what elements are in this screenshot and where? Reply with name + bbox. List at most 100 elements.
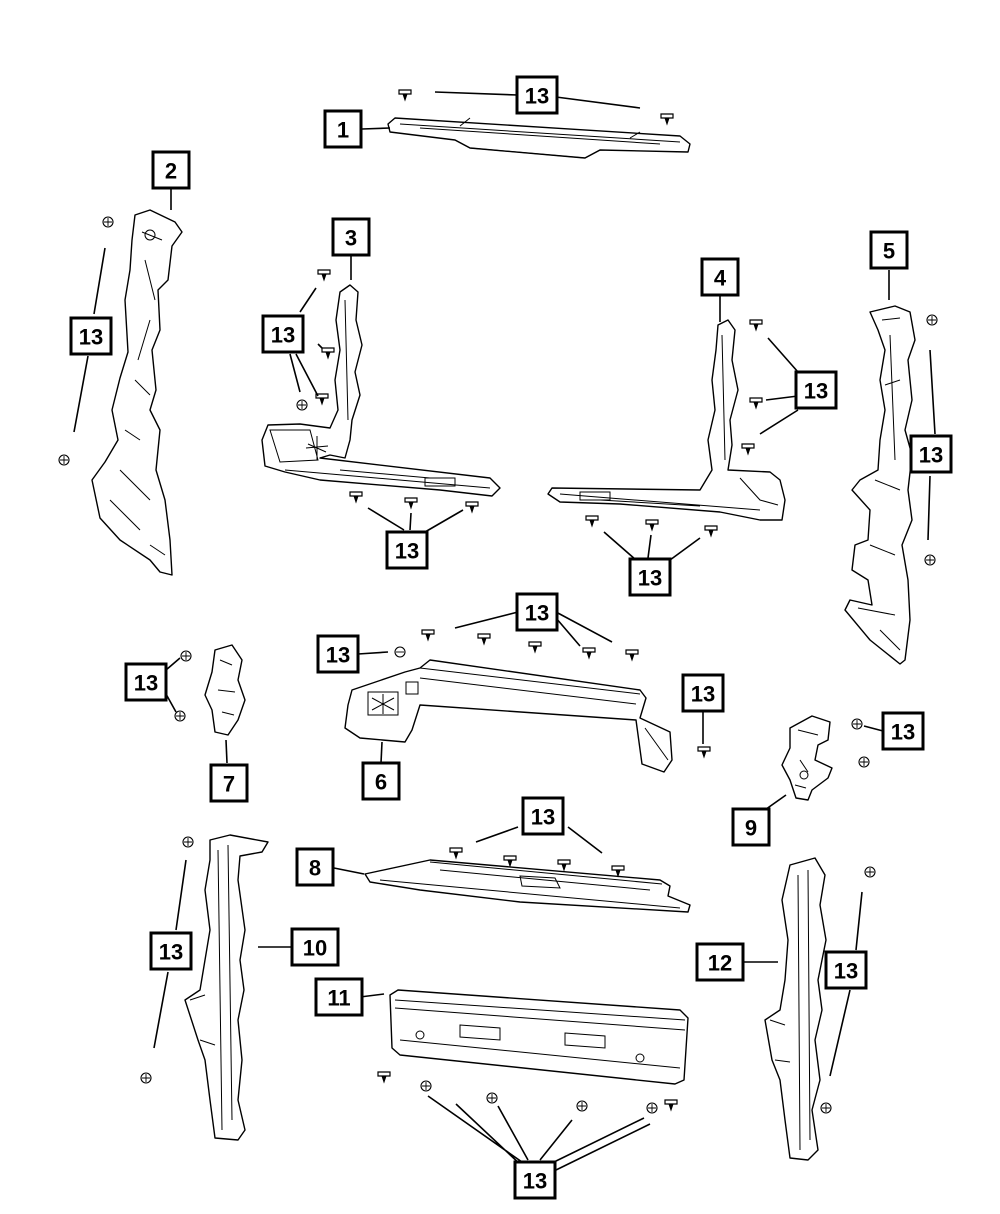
- callout-13: 13: [261, 314, 305, 354]
- part-6-center-support: [344, 659, 673, 773]
- callout-13: 13: [909, 434, 953, 474]
- part-7-bracket: [204, 644, 246, 736]
- callout-12-label: 12: [708, 951, 732, 976]
- callout-3-label: 3: [345, 226, 357, 251]
- callout-13: 13: [794, 370, 838, 410]
- part-5-right-side-panel: [844, 305, 916, 665]
- callout-2: 2: [151, 150, 191, 190]
- screw-icon: [704, 525, 718, 538]
- part-1-upper-crossmember: [387, 117, 691, 159]
- callout-13-label: 13: [919, 443, 943, 468]
- callout-13: 13: [515, 75, 559, 115]
- screw-icon: [697, 746, 711, 759]
- callout-13: 13: [521, 796, 565, 836]
- screw-icon: [664, 1099, 678, 1112]
- callout-6-label: 6: [375, 770, 387, 795]
- callout-12: 12: [695, 942, 745, 982]
- callout-13-label: 13: [834, 959, 858, 984]
- callout-13-label: 13: [691, 682, 715, 707]
- callout-8: 8: [295, 847, 335, 887]
- callout-13-label: 13: [525, 601, 549, 626]
- callout-13: 13: [124, 662, 168, 702]
- nut-icon: [926, 314, 938, 326]
- part-10-left-side-member: [184, 834, 269, 1141]
- callout-13-label: 13: [531, 805, 555, 830]
- callout-4: 4: [700, 257, 740, 297]
- screw-icon: [503, 855, 517, 868]
- nut-icon: [864, 866, 876, 878]
- callout-1-label: 1: [337, 118, 349, 143]
- screw-icon: [349, 491, 363, 504]
- part-3-left-lower-rail: [261, 284, 501, 497]
- callout-13: 13: [385, 530, 429, 570]
- nut-icon: [646, 1102, 658, 1114]
- callout-13-label: 13: [79, 325, 103, 350]
- screw-icon: [741, 443, 755, 456]
- callout-13-label: 13: [395, 539, 419, 564]
- screw-icon: [404, 497, 418, 510]
- part-12-right-side-member: [764, 857, 827, 1161]
- callout-13: 13: [69, 316, 113, 356]
- callout-13: 13: [881, 711, 925, 751]
- callout-13-label: 13: [523, 1169, 547, 1194]
- callout-2-label: 2: [165, 159, 177, 184]
- screw-icon: [321, 347, 335, 360]
- callout-13: 13: [681, 673, 725, 713]
- screw-icon: [660, 113, 674, 126]
- part-4-right-lower-rail: [547, 319, 786, 521]
- callout-10: 10: [290, 927, 340, 967]
- callout-9-label: 9: [745, 816, 757, 841]
- leader-lines: [73, 91, 936, 1171]
- nut-icon: [820, 1102, 832, 1114]
- callout-13: 13: [628, 557, 672, 597]
- fasteners: [58, 89, 938, 1114]
- nut-icon: [296, 399, 308, 411]
- callout-13-label: 13: [804, 379, 828, 404]
- callout-13: 13: [316, 634, 360, 674]
- nut-icon: [420, 1080, 432, 1092]
- screw-icon: [645, 519, 659, 532]
- callout-11-label: 11: [327, 986, 350, 1011]
- nut-icon: [102, 216, 114, 228]
- callout-13-label: 13: [326, 643, 350, 668]
- screw-icon: [398, 89, 412, 102]
- callout-7-label: 7: [223, 772, 235, 797]
- nut-icon: [858, 756, 870, 768]
- callout-13-label: 13: [525, 84, 549, 109]
- nut-icon: [182, 836, 194, 848]
- screw-icon: [317, 269, 331, 282]
- nut-icon: [851, 718, 863, 730]
- screw-icon: [585, 515, 599, 528]
- nut-icon: [180, 650, 192, 662]
- screw-icon: [465, 501, 479, 514]
- callout-13: 13: [515, 592, 559, 632]
- callout-13: 13: [149, 931, 193, 971]
- screw-icon: [749, 319, 763, 332]
- callout-13: 13: [513, 1160, 557, 1200]
- callout-8-label: 8: [309, 856, 321, 881]
- nut-icon: [486, 1092, 498, 1104]
- callout-3: 3: [331, 217, 371, 257]
- screw-icon: [749, 397, 763, 410]
- callout-13-label: 13: [159, 940, 183, 965]
- callout-9: 9: [731, 807, 771, 847]
- nut-icon: [924, 554, 936, 566]
- nut-icon: [394, 646, 406, 658]
- part-9-bracket: [781, 715, 833, 801]
- nut-icon: [140, 1072, 152, 1084]
- screw-icon: [449, 847, 463, 860]
- callout-13-label: 13: [271, 323, 295, 348]
- screw-icon: [625, 649, 639, 662]
- callout-6: 6: [361, 761, 401, 801]
- nut-icon: [174, 710, 186, 722]
- callout-5: 5: [869, 230, 909, 270]
- callout-13-label: 13: [134, 671, 158, 696]
- callout-11: 11: [314, 977, 364, 1017]
- screw-icon: [477, 633, 491, 646]
- part-8-lower-crossmember: [364, 859, 691, 913]
- callout-13: 13: [824, 950, 868, 990]
- nut-icon: [576, 1100, 588, 1112]
- part-11-lower-center-panel: [389, 989, 689, 1085]
- callout-1: 1: [323, 109, 363, 149]
